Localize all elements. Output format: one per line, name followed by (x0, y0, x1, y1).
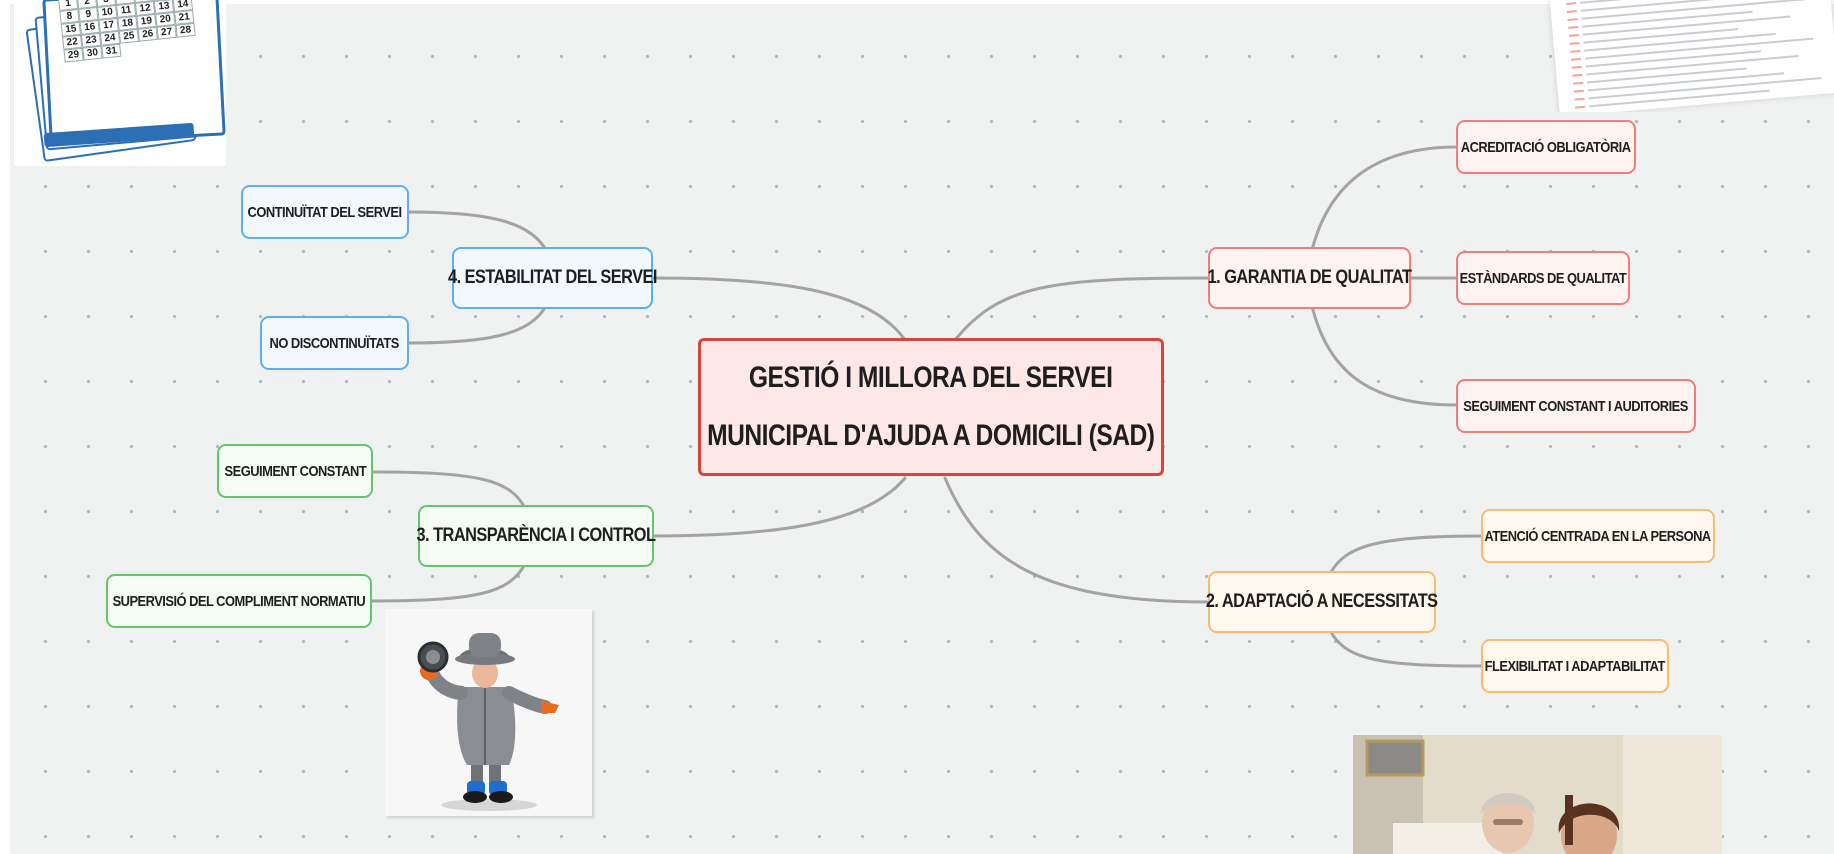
document-bullet (1574, 97, 1585, 101)
inspector-figure-icon (385, 609, 592, 816)
leaf-estandards[interactable]: ESTÀNDARDS DE QUALITAT (1456, 251, 1630, 305)
calendar-day: 27 (156, 24, 177, 40)
document-bullet (1566, 2, 1577, 5)
document-bullet (1575, 105, 1586, 109)
leaf-continuitat[interactable]: CONTINUÏTAT DEL SERVEI (241, 185, 409, 239)
document-line (1583, 28, 1739, 44)
document-bullet (1570, 57, 1582, 61)
document-line (1586, 67, 1747, 84)
leaf-no-discontinuitats[interactable]: NO DISCONTINUÏTATS (260, 316, 409, 370)
caregiver-photo-icon (1353, 735, 1722, 854)
calendar-day: 25 (118, 28, 140, 44)
branch-quality[interactable]: 1. GARANTIA DE QUALITAT (1208, 247, 1412, 309)
calendar-day: 31 (101, 43, 122, 59)
calendar-day: 29 (63, 47, 84, 63)
document-bullet (1569, 41, 1580, 45)
document-line (1589, 89, 1770, 108)
document-bullet (1573, 89, 1584, 93)
leaf-atencio-persona[interactable]: ATENCIÓ CENTRADA EN LA PERSONA (1481, 509, 1715, 563)
calendar-day: 26 (137, 26, 158, 42)
calendar-day: 30 (82, 45, 103, 61)
central-topic[interactable]: GESTIÓ I MILLORA DEL SERVEI MUNICIPAL D'… (698, 338, 1164, 476)
document-bullet (1566, 10, 1577, 13)
branch-stability[interactable]: 4. ESTABILITAT DEL SERVEI (448, 247, 657, 309)
document-icon (1540, 0, 1834, 112)
document-bullet (1568, 34, 1579, 37)
document-bullet (1570, 49, 1581, 53)
document-bullet (1568, 26, 1579, 29)
document-line (1582, 10, 1753, 28)
document-bullet (1567, 18, 1578, 21)
central-topic-line2: MUNICIPAL D'AJUDA A DOMICILI (SAD) (707, 419, 1155, 452)
branch-adaptation[interactable]: 2. ADAPTACIÓ A NECESSITATS (1206, 571, 1438, 633)
document-bullet (1571, 65, 1582, 69)
document-bullet (1572, 73, 1583, 77)
branch-transparency[interactable]: 3. TRANSPARÈNCIA I CONTROL (417, 505, 656, 567)
leaf-flexibilitat[interactable]: FLEXIBILITAT I ADAPTABILITAT (1481, 639, 1669, 693)
leaf-seguiment-constant[interactable]: SEGUIMENT CONSTANT (217, 444, 373, 498)
leaf-acreditacio[interactable]: ACREDITACIÓ OBLIGATÒRIA (1456, 120, 1636, 174)
leaf-supervisio[interactable]: SUPERVISIÓ DEL COMPLIMENT NORMATIU (106, 574, 372, 628)
leaf-seguiment-auditories[interactable]: SEGUIMENT CONSTANT I AUDITORIES (1456, 379, 1696, 433)
calendar-day: 28 (175, 22, 196, 38)
central-topic-line1: GESTIÓ I MILLORA DEL SERVEI (749, 361, 1113, 394)
document-sheet (1549, 0, 1834, 112)
document-bullet (1573, 81, 1584, 85)
calendar-icon: 1234567891011121314151617181920212223242… (14, 0, 226, 166)
